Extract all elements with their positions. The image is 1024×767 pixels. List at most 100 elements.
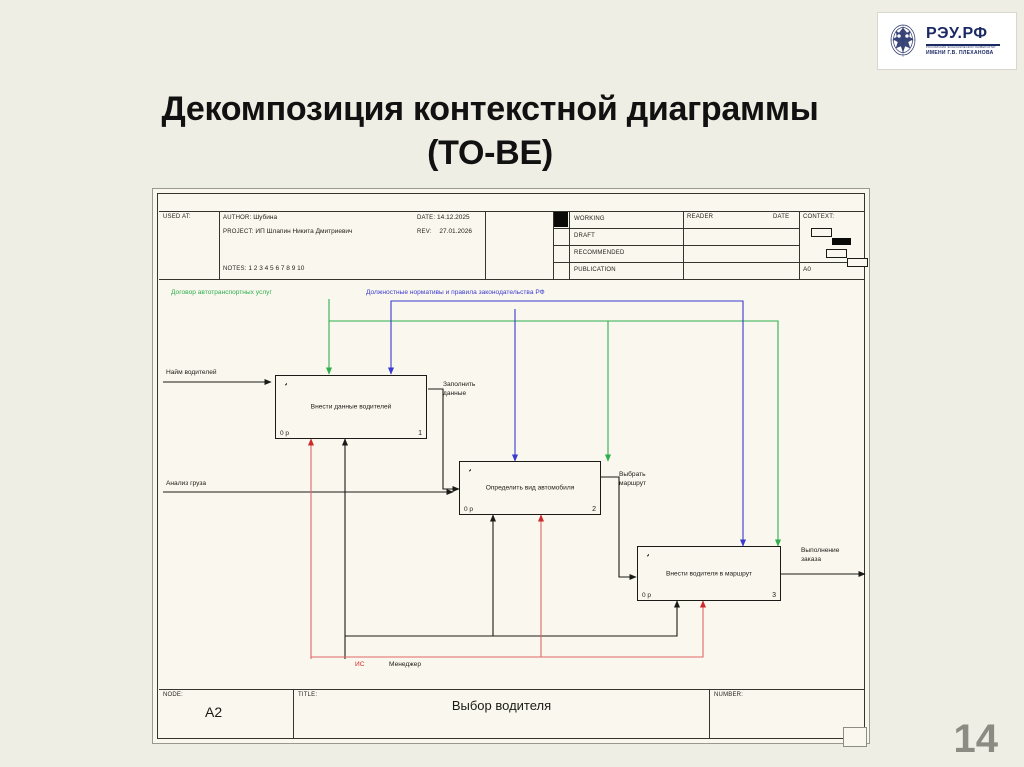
label-internal-2-line1: Выбрать	[619, 471, 646, 478]
activity-box-2[interactable]: Определить вид автомобиля 0 р 2	[459, 461, 606, 520]
number-value-box	[843, 727, 867, 747]
header-sep-1	[219, 211, 221, 280]
date-label: DATE:	[417, 215, 436, 221]
date-row: DATE: 14.12.2025	[417, 214, 470, 221]
label-control-blue: Должностные нормативы и правила законода…	[366, 289, 545, 296]
author-value: Шубина	[253, 214, 278, 221]
label-input-analiz: Анализ груза	[166, 480, 207, 487]
logo-subtitle: ИМЕНИ Г.В. ПЛЕХАНОВА	[926, 49, 994, 56]
wire-blue-to-a3	[390, 300, 743, 546]
node-label: NODE:	[163, 692, 184, 698]
wire-green-to-a3	[608, 320, 782, 547]
date2-label: DATE	[773, 214, 790, 220]
wire-manager-to-a2	[345, 514, 497, 637]
label-mechanism-is: ИС	[355, 661, 365, 668]
context-mini-box-2	[832, 238, 851, 245]
status-label-working: WORKING	[574, 216, 605, 222]
footer-bottom-line	[159, 738, 864, 740]
context-mini-box-1	[811, 228, 832, 237]
activity-2-cost: 0 р	[464, 506, 474, 513]
label-mechanism-manager: Менеджер	[389, 661, 421, 668]
header-sep-2	[485, 211, 487, 280]
label-internal-1-line1: Заполнить	[443, 381, 476, 388]
label-output-line2: заказа	[801, 555, 822, 563]
wire-a2-to-a3	[601, 476, 637, 581]
context-node-line	[799, 262, 864, 264]
activity-box-3-shadow	[644, 553, 786, 606]
status-label-recommended: RECOMMENDED	[574, 250, 625, 256]
idef0-arrow-network	[163, 299, 866, 659]
slide-title-line2: (TO-BE)	[427, 133, 553, 172]
status-row-line-3	[553, 262, 799, 264]
author-row: AUTHOR: Шубина	[223, 214, 277, 221]
author-label: AUTHOR:	[223, 215, 252, 221]
logo-rule	[926, 44, 1000, 47]
idef0-diagram-sheet: USED AT: AUTHOR: Шубина PROJECT: ИП Шлап…	[152, 188, 870, 747]
date-value: 14.12.2025	[437, 214, 470, 221]
number-label: NUMBER:	[714, 692, 744, 698]
logo-tiny-text: РОССИЙСКИЙ ЭКОНОМИЧЕСКИЙ УНИВЕРСИТЕТ	[926, 46, 996, 50]
context-node-value: A0	[803, 266, 811, 273]
notes-row: NOTES: 1 2 3 4 5 6 7 8 9 10	[223, 265, 304, 272]
label-control-green: Договор автотранспортных услуг	[171, 289, 272, 296]
activity-box-3-corner-marker	[638, 547, 649, 558]
double-headed-eagle-icon	[890, 24, 916, 57]
context-mini-box-3	[826, 249, 847, 258]
activity-3-number: 3	[772, 592, 776, 599]
label-output-line1: Выполнение	[801, 547, 840, 554]
context-mini-box-4	[847, 258, 868, 267]
header-top-line	[159, 211, 864, 213]
rev-row: REV: 27.01.2026	[417, 228, 472, 235]
rev-label: REV:	[417, 229, 432, 235]
activity-box-2-corner-marker	[460, 462, 471, 473]
logo-main-text: РЭУ.РФ	[926, 25, 988, 43]
header-bottom-line	[159, 279, 864, 281]
activity-2-title: Определить вид автомобиля	[485, 484, 575, 492]
header-sep-6	[799, 211, 801, 280]
activity-3-title: Внести водителя в маршрут	[665, 570, 753, 577]
status-label-draft: DRAFT	[574, 233, 595, 239]
footer-sep-1	[293, 689, 295, 739]
notes-value: 1 2 3 4 5 6 7 8 9 10	[248, 265, 305, 272]
wire-a1-to-a2	[428, 388, 460, 493]
label-internal-1: Заполнить данные	[443, 381, 475, 399]
notes-label: NOTES:	[223, 266, 247, 272]
activity-1-cost: 0 р	[280, 430, 290, 437]
rev-value: 27.01.2026	[439, 228, 472, 235]
status-label-publication: PUBLICATION	[574, 267, 616, 273]
activity-3-cost: 0 р	[642, 592, 652, 599]
project-row: PROJECT: ИП Шлапин Никита Дмитриевич	[223, 228, 352, 235]
page-number: 14	[953, 717, 999, 761]
label-internal-2-line2: маршрут	[619, 479, 647, 487]
activity-2-number: 2	[592, 506, 596, 513]
activity-box-3[interactable]: Внести водителя в маршрут 0 р 3	[637, 546, 786, 606]
project-label: PROJECT:	[223, 229, 254, 235]
activity-box-2-shadow	[466, 468, 606, 520]
label-input-naim: Найм водителей	[166, 369, 217, 376]
activity-box-1-corner-marker	[276, 376, 287, 387]
context-label: CONTEXT:	[803, 214, 835, 220]
reader-label: READER	[687, 214, 714, 220]
activity-1-title: Внести данные водителей	[310, 403, 392, 411]
university-logo: РЭУ.РФ РОССИЙСКИЙ ЭКОНОМИЧЕСКИЙ УНИВЕРСИ…	[877, 12, 1017, 70]
wire-is-to-a3	[311, 600, 707, 658]
status-row-line-2	[553, 245, 799, 247]
label-internal-1-line2: данные	[443, 389, 467, 397]
activity-1-number: 1	[418, 430, 422, 437]
project-value: ИП Шлапин Никита Дмитриевич	[255, 228, 353, 235]
footer-title-value: Выбор водителя	[451, 698, 552, 713]
slide-title: Декомпозиция контекстной диаграммы (TO-B…	[40, 88, 940, 175]
title-label: TITLE:	[298, 692, 318, 698]
label-output: Выполнение заказа	[801, 547, 839, 565]
label-internal-2: Выбрать маршрут	[619, 471, 646, 489]
wire-manager-to-a3	[345, 600, 681, 637]
node-value: A2	[205, 704, 223, 720]
activity-box-1[interactable]: Внести данные водителей 0 р 1	[275, 375, 432, 444]
footer-top-line	[159, 689, 864, 691]
footer-sep-2	[709, 689, 711, 739]
slide-title-line1: Декомпозиция контекстной диаграммы	[161, 90, 819, 128]
status-checkbox-working[interactable]	[554, 212, 568, 227]
status-row-line-1	[553, 228, 799, 230]
used-at-label: USED AT:	[163, 214, 191, 220]
activity-box-1-shadow	[282, 382, 432, 444]
